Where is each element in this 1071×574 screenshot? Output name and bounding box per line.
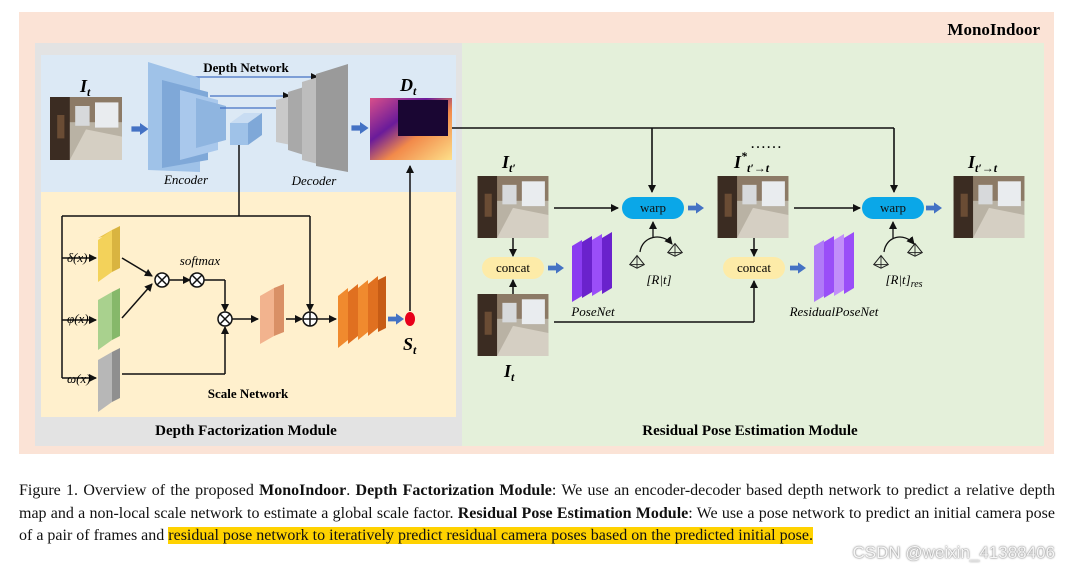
depth-map-dt (370, 98, 452, 160)
bottleneck-cube (230, 113, 262, 145)
final-label: It′→t (967, 152, 998, 175)
softmax-label: softmax (180, 253, 221, 268)
figure-caption: Figure 1. Overview of the proposed MonoI… (19, 480, 1055, 548)
caption-bold-depth-module: Depth Factorization Module (355, 482, 552, 499)
rt-res-label: [R|t]res (885, 272, 922, 290)
caption-lead: Figure 1. Overview of the proposed (19, 482, 260, 499)
frame-prime-label: It′ (501, 152, 516, 175)
ellipsis: …… (750, 135, 782, 152)
scale-output-dot (405, 312, 415, 326)
input-image-it (50, 97, 122, 160)
phi-block (98, 288, 120, 350)
phi-label: φ(x) (67, 311, 89, 326)
concat-1-label: concat (496, 260, 530, 275)
decoder-label: Decoder (291, 173, 338, 188)
residual-pose-panel (462, 43, 1044, 446)
caption-highlight: residual pose network to iteratively pre… (168, 527, 813, 544)
frame-it (477, 294, 549, 356)
softmax-op (189, 272, 205, 288)
multiply-op-1 (154, 272, 170, 288)
delta-block (98, 226, 120, 282)
delta-label: δ(x) (67, 250, 87, 265)
depth-module-label: Depth Factorization Module (155, 423, 337, 439)
scale-output-label: St (403, 334, 417, 357)
scale-network-label: Scale Network (208, 386, 289, 401)
camera-pose-icon-2 (873, 236, 923, 269)
encoder-label: Encoder (163, 172, 209, 187)
caption-bold-pose-module: Residual Pose Estimation Module (457, 504, 689, 522)
encoder-block (148, 62, 226, 172)
caption-bold-monoindoor: MonoIndoor (259, 482, 347, 499)
outer-title: MonoIndoor (947, 20, 1040, 39)
depth-network-label: Depth Network (203, 60, 289, 75)
frame-t-label: It (503, 361, 515, 384)
depth-map-label: Dt (399, 75, 417, 98)
concat-2 (723, 257, 785, 279)
pose-module-label: Residual Pose Estimation Module (642, 423, 858, 439)
scale-output-stack (338, 276, 386, 348)
warp-1-label: warp (640, 200, 666, 215)
final-frame (953, 176, 1025, 238)
omega-label: ω(x) (67, 371, 91, 386)
watermark: CSDN @weixin_41388406 (852, 543, 1055, 562)
add-op (302, 311, 318, 327)
caption-text-3: : We use a pose network to predict an in… (19, 504, 1055, 545)
decoder-block (276, 64, 348, 172)
warp-2 (862, 197, 924, 219)
monoindoor-diagram: MonoIndoor Depth Network It Encoder Deco… (19, 12, 1054, 454)
warp-2-label: warp (880, 200, 906, 215)
residual-posenet-label: ResidualPoseNet (789, 304, 879, 319)
caption-text-2: : We use an encoder-decoder based depth … (19, 482, 1056, 522)
scale-feature-block (260, 284, 284, 344)
frame-it-prime (477, 176, 549, 238)
caption-text-1: . (346, 482, 356, 499)
rt-label: [R|t] (646, 272, 671, 287)
input-image-label: It (79, 76, 91, 99)
concat-1 (482, 257, 544, 279)
multiply-op-2 (217, 311, 233, 327)
concat-2-label: concat (737, 260, 771, 275)
intermediate-frame (717, 176, 789, 238)
omega-block (98, 348, 120, 412)
posenet-block (572, 232, 612, 302)
posenet-label: PoseNet (570, 304, 615, 319)
residual-posenet-block (814, 232, 854, 302)
warp-1 (622, 197, 684, 219)
intermediate-label: I*t′→t (733, 149, 770, 175)
